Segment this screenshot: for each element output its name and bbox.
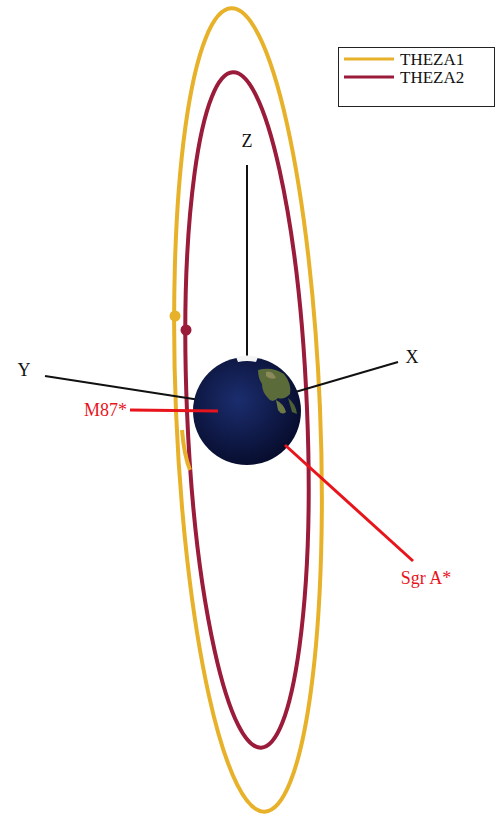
sgra-direction — [285, 445, 413, 561]
legend-text: THEZA2 — [400, 69, 464, 86]
target-label: Sgr A* — [399, 569, 454, 587]
axis-label: Y — [18, 361, 31, 379]
y-axis — [45, 376, 200, 400]
z-axis — [246, 165, 248, 357]
target-label: M87* — [82, 401, 129, 419]
theza1-orbit-front — [182, 430, 190, 470]
legend-frame — [339, 48, 495, 107]
theza2-satellite — [181, 325, 192, 336]
legend-line — [344, 58, 394, 61]
legend-line — [344, 76, 394, 79]
x-axis — [292, 362, 398, 393]
theza1-satellite — [170, 311, 181, 322]
axis-label: Z — [242, 132, 253, 150]
axis-label: X — [406, 348, 419, 366]
legend-text: THEZA1 — [400, 51, 464, 68]
m87-direction — [130, 410, 218, 411]
